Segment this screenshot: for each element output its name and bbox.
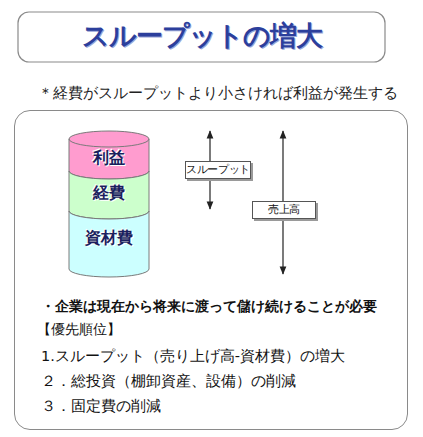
sales-label: 売上高 bbox=[252, 201, 316, 219]
throughput-label: スループット bbox=[185, 161, 251, 179]
segment-label: 利益 bbox=[69, 148, 149, 168]
priority-item: ２．総投資（棚卸資産、設備）の削減 bbox=[41, 371, 401, 391]
title-frame bbox=[18, 12, 385, 62]
material-segment: 資材費 bbox=[69, 203, 149, 277]
priority-item: ３．固定費の削減 bbox=[41, 396, 401, 416]
segment-label: 資材費 bbox=[69, 228, 149, 248]
segment-label: 経費 bbox=[69, 183, 149, 203]
title-heading: スループットの増大 bbox=[18, 19, 385, 53]
note-text: ＊経費がスループットより小さければ利益が発生する bbox=[38, 84, 408, 102]
cylinder-rim bbox=[69, 139, 149, 147]
cylinder-body bbox=[69, 131, 149, 179]
statement-text: ・企業は現在から将来に渡って儲け続けることが必要 bbox=[41, 296, 413, 316]
arrow-label: 売上高 bbox=[253, 202, 315, 218]
expense-segment: 経費 bbox=[69, 163, 149, 219]
arrow-label: スループット bbox=[186, 162, 250, 178]
priority-heading: 【優先順位】 bbox=[37, 319, 237, 339]
cylinder-body bbox=[69, 211, 149, 277]
priority-item: 1.スループット（売り上げ高-資材費）の増大 bbox=[41, 346, 401, 366]
profit-segment: 利益 bbox=[69, 131, 149, 179]
content-panel: 利益経費資材費スループット売上高・企業は現在から将来に渡って儲け続けることが必要… bbox=[14, 110, 408, 430]
cylinder-body bbox=[69, 171, 149, 219]
